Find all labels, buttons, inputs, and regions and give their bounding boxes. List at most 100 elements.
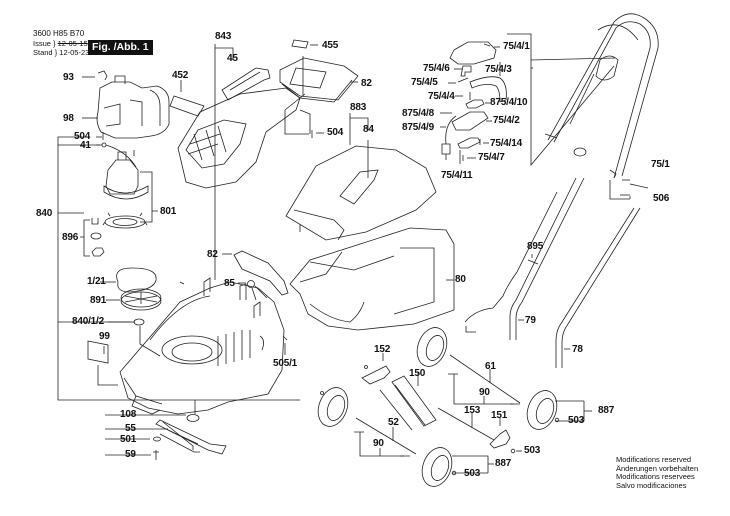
label-506: 506 bbox=[653, 193, 670, 204]
part-896-brush-set bbox=[80, 218, 105, 257]
part-59-screw bbox=[105, 450, 159, 460]
part-45-handle-grip bbox=[221, 67, 271, 101]
stand-label: Stand bbox=[33, 47, 53, 57]
part-452-badge bbox=[169, 80, 205, 117]
part-82-side-grip bbox=[222, 250, 289, 296]
figure-badge: Fig. /Abb. 1 bbox=[88, 40, 153, 55]
label-75-4-6: 75/4/6 bbox=[423, 63, 450, 74]
label-504-left: 504 bbox=[74, 131, 91, 142]
label-152: 152 bbox=[374, 344, 391, 355]
part-506-screw-set bbox=[609, 169, 649, 200]
part-501-washer bbox=[105, 436, 161, 442]
part-75-1-upper-handle bbox=[547, 13, 659, 181]
part-90-springs-right bbox=[448, 373, 520, 405]
wheel-right bbox=[526, 390, 592, 430]
part-75-4-11 bbox=[457, 137, 481, 164]
label-90-right: 90 bbox=[479, 387, 490, 398]
notice-line-fr: Modifications reservees bbox=[616, 472, 695, 481]
part-75-4-5 bbox=[448, 77, 469, 84]
part-875-4-10 bbox=[465, 99, 490, 109]
label-108: 108 bbox=[120, 409, 137, 420]
label-455: 455 bbox=[322, 40, 339, 51]
label-55: 55 bbox=[125, 423, 136, 434]
issue-stand-block: Issue } 12-05-15 Stand } 12-05-23 bbox=[33, 39, 90, 57]
label-153: 153 bbox=[464, 405, 481, 416]
label-840: 840 bbox=[36, 208, 53, 219]
label-875-4-8: 875/4/8 bbox=[402, 108, 434, 119]
part-90-springs-left bbox=[354, 431, 410, 457]
part-screw-left-handle bbox=[544, 133, 587, 157]
label-883: 883 bbox=[350, 102, 367, 113]
part-41-cable bbox=[96, 132, 137, 168]
label-78: 78 bbox=[572, 344, 583, 355]
label-843: 843 bbox=[215, 31, 232, 42]
notice-line-es: Salvo modificaciones bbox=[616, 480, 687, 490]
label-75-4-5: 75/4/5 bbox=[411, 77, 438, 88]
part-153-axle bbox=[437, 407, 495, 441]
label-875-4-9: 875/4/9 bbox=[402, 122, 434, 133]
label-887-right: 887 bbox=[598, 405, 615, 416]
notice-line-de: Änderungen vorbehalten bbox=[616, 463, 699, 473]
part-75-4-6 bbox=[454, 65, 472, 77]
label-150: 150 bbox=[409, 368, 426, 379]
wheel-bottom bbox=[421, 447, 494, 487]
part-840-1-2-bushing bbox=[108, 318, 161, 357]
label-41: 41 bbox=[80, 140, 91, 151]
part-75-4-3-lever bbox=[469, 62, 507, 103]
label-61: 61 bbox=[485, 361, 496, 372]
label-52: 52 bbox=[388, 417, 399, 428]
part-78-lower-handle bbox=[555, 207, 641, 368]
part-79-lower-handle bbox=[509, 177, 585, 340]
label-503-mid: 503 bbox=[524, 445, 541, 456]
part-75-4-7-screw bbox=[462, 155, 476, 161]
label-75-4-2: 75/4/2 bbox=[493, 115, 520, 126]
label-93: 93 bbox=[63, 72, 74, 83]
switch-assembly-bracket bbox=[507, 33, 616, 167]
part-883-bracket bbox=[349, 113, 369, 178]
part-cable bbox=[464, 191, 558, 333]
part-82-control-box bbox=[279, 56, 359, 103]
label-895: 895 bbox=[527, 241, 544, 252]
part-891-gear bbox=[106, 288, 162, 311]
label-1-21: 1/21 bbox=[87, 276, 106, 287]
label-84: 84 bbox=[363, 124, 374, 135]
part-number: 3600 H85 B70 bbox=[33, 29, 85, 38]
label-80: 80 bbox=[455, 274, 466, 285]
part-85-spring bbox=[238, 280, 268, 301]
label-840-1-2: 840/1/2 bbox=[72, 316, 104, 327]
label-501: 501 bbox=[120, 434, 137, 445]
part-84-grass-box-lid bbox=[285, 145, 437, 241]
label-85: 85 bbox=[224, 278, 235, 289]
label-59: 59 bbox=[125, 449, 136, 460]
label-875-4-10: 875/4/10 bbox=[490, 97, 528, 108]
part-801-motor bbox=[102, 151, 158, 229]
label-504-mid: 504 bbox=[327, 127, 344, 138]
label-98: 98 bbox=[63, 113, 74, 124]
label-801: 801 bbox=[160, 206, 177, 217]
label-151: 151 bbox=[491, 410, 508, 421]
label-75-4-7: 75/4/7 bbox=[478, 152, 505, 163]
part-504-screw bbox=[284, 93, 324, 138]
label-891: 891 bbox=[90, 295, 107, 306]
label-896: 896 bbox=[62, 232, 79, 243]
part-1-21-belt bbox=[100, 267, 157, 293]
issue-label: Issue bbox=[33, 39, 51, 48]
wheel-left bbox=[317, 387, 349, 427]
part-505-1-screw bbox=[282, 335, 288, 355]
label-79: 79 bbox=[525, 315, 536, 326]
label-75-4-3: 75/4/3 bbox=[485, 64, 512, 75]
label-75-1: 75/1 bbox=[651, 159, 670, 170]
label-503-bottom: 503 bbox=[464, 468, 481, 479]
label-887-bottom: 887 bbox=[495, 458, 512, 469]
label-82-top: 82 bbox=[361, 78, 372, 89]
part-front-cover bbox=[177, 87, 311, 189]
label-505-1: 505/1 bbox=[273, 358, 298, 369]
issue-date: 12-05-15 bbox=[57, 39, 88, 48]
label-75-4-11: 75/4/11 bbox=[441, 170, 473, 181]
label-503-right: 503 bbox=[568, 415, 585, 426]
part-150-roller bbox=[379, 372, 437, 431]
part-875-4-8-9-cable bbox=[440, 112, 457, 160]
part-98-motor-cover bbox=[82, 70, 170, 139]
